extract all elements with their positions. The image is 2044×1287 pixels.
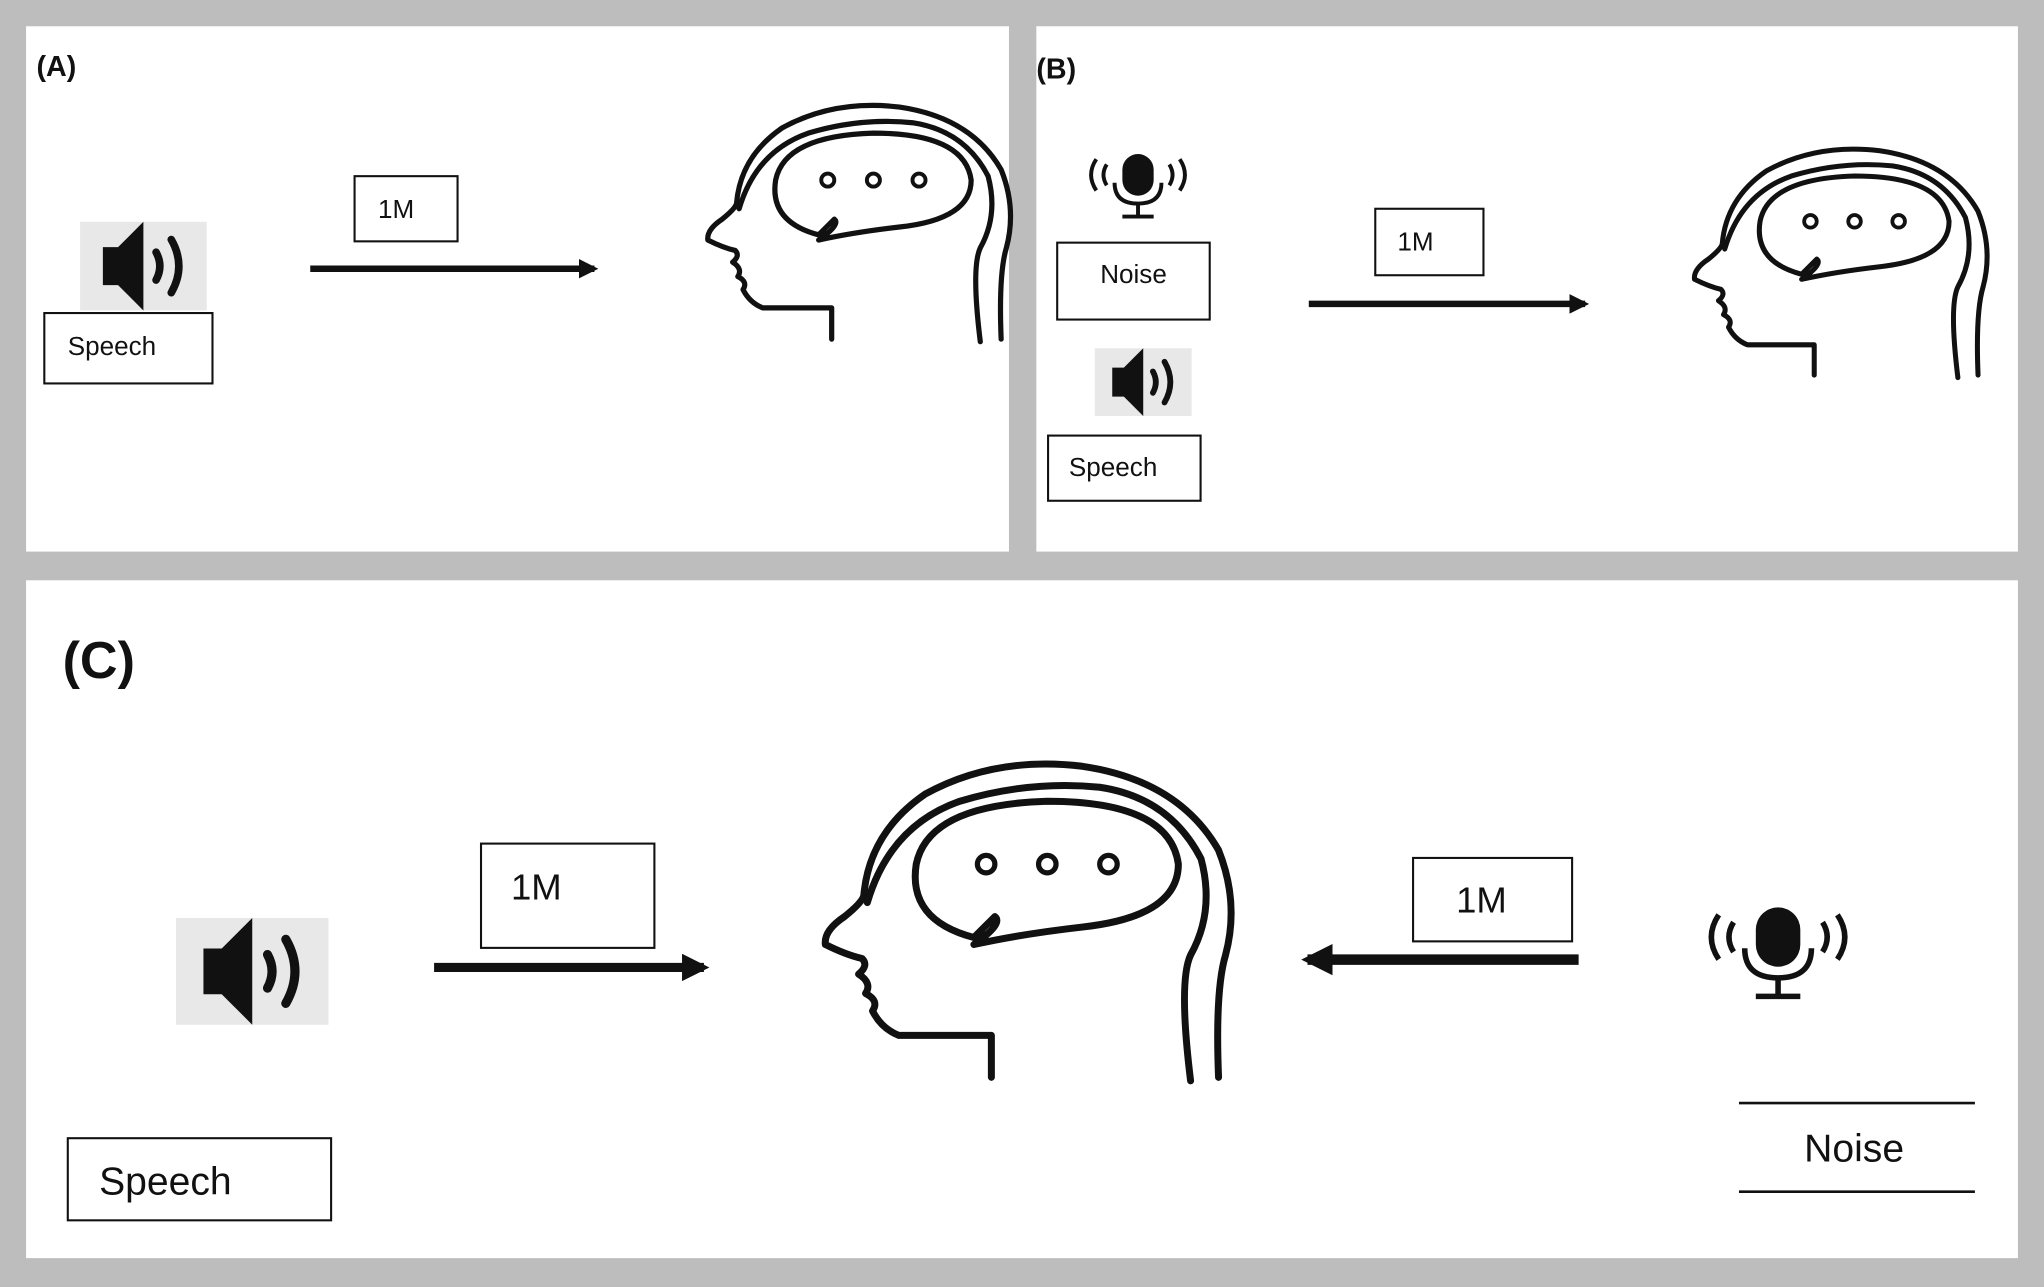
speaker-icon bbox=[176, 918, 329, 1025]
panel-a-label: (A) bbox=[37, 51, 77, 83]
panel-a: (A) Speech 1M bbox=[26, 26, 1010, 552]
speaker-icon bbox=[1095, 348, 1192, 416]
panel-b: (B) Noise Speech 1M bbox=[1036, 26, 2018, 552]
speech-label-box bbox=[66, 1137, 333, 1222]
panel-c: (C) 1M 1M Speech Noise bbox=[26, 580, 2018, 1259]
distance-label: 1M bbox=[378, 194, 414, 224]
distance-label-noise: 1M bbox=[1456, 880, 1507, 921]
panel-c-label: (C) bbox=[63, 632, 135, 690]
speech-label-box bbox=[1047, 434, 1202, 502]
distance-box bbox=[353, 175, 459, 243]
speech-label: Speech bbox=[68, 331, 156, 361]
distance-box bbox=[1374, 207, 1485, 277]
noise-label: Noise bbox=[1100, 259, 1167, 289]
distance-label-speech: 1M bbox=[511, 867, 562, 908]
speech-label: Speech bbox=[1069, 452, 1157, 482]
noise-label: Noise bbox=[1804, 1128, 1904, 1171]
distance-label: 1M bbox=[1397, 226, 1433, 256]
panel-c-frame bbox=[26, 580, 2018, 1259]
distance-box-speech bbox=[479, 842, 656, 949]
distance-box-noise bbox=[1412, 856, 1574, 943]
speech-label-box bbox=[43, 312, 214, 385]
noise-label-box bbox=[1056, 241, 1211, 321]
speech-label: Speech bbox=[99, 1160, 232, 1203]
speaker-icon bbox=[80, 222, 207, 311]
panel-b-label: (B) bbox=[1036, 53, 1076, 85]
